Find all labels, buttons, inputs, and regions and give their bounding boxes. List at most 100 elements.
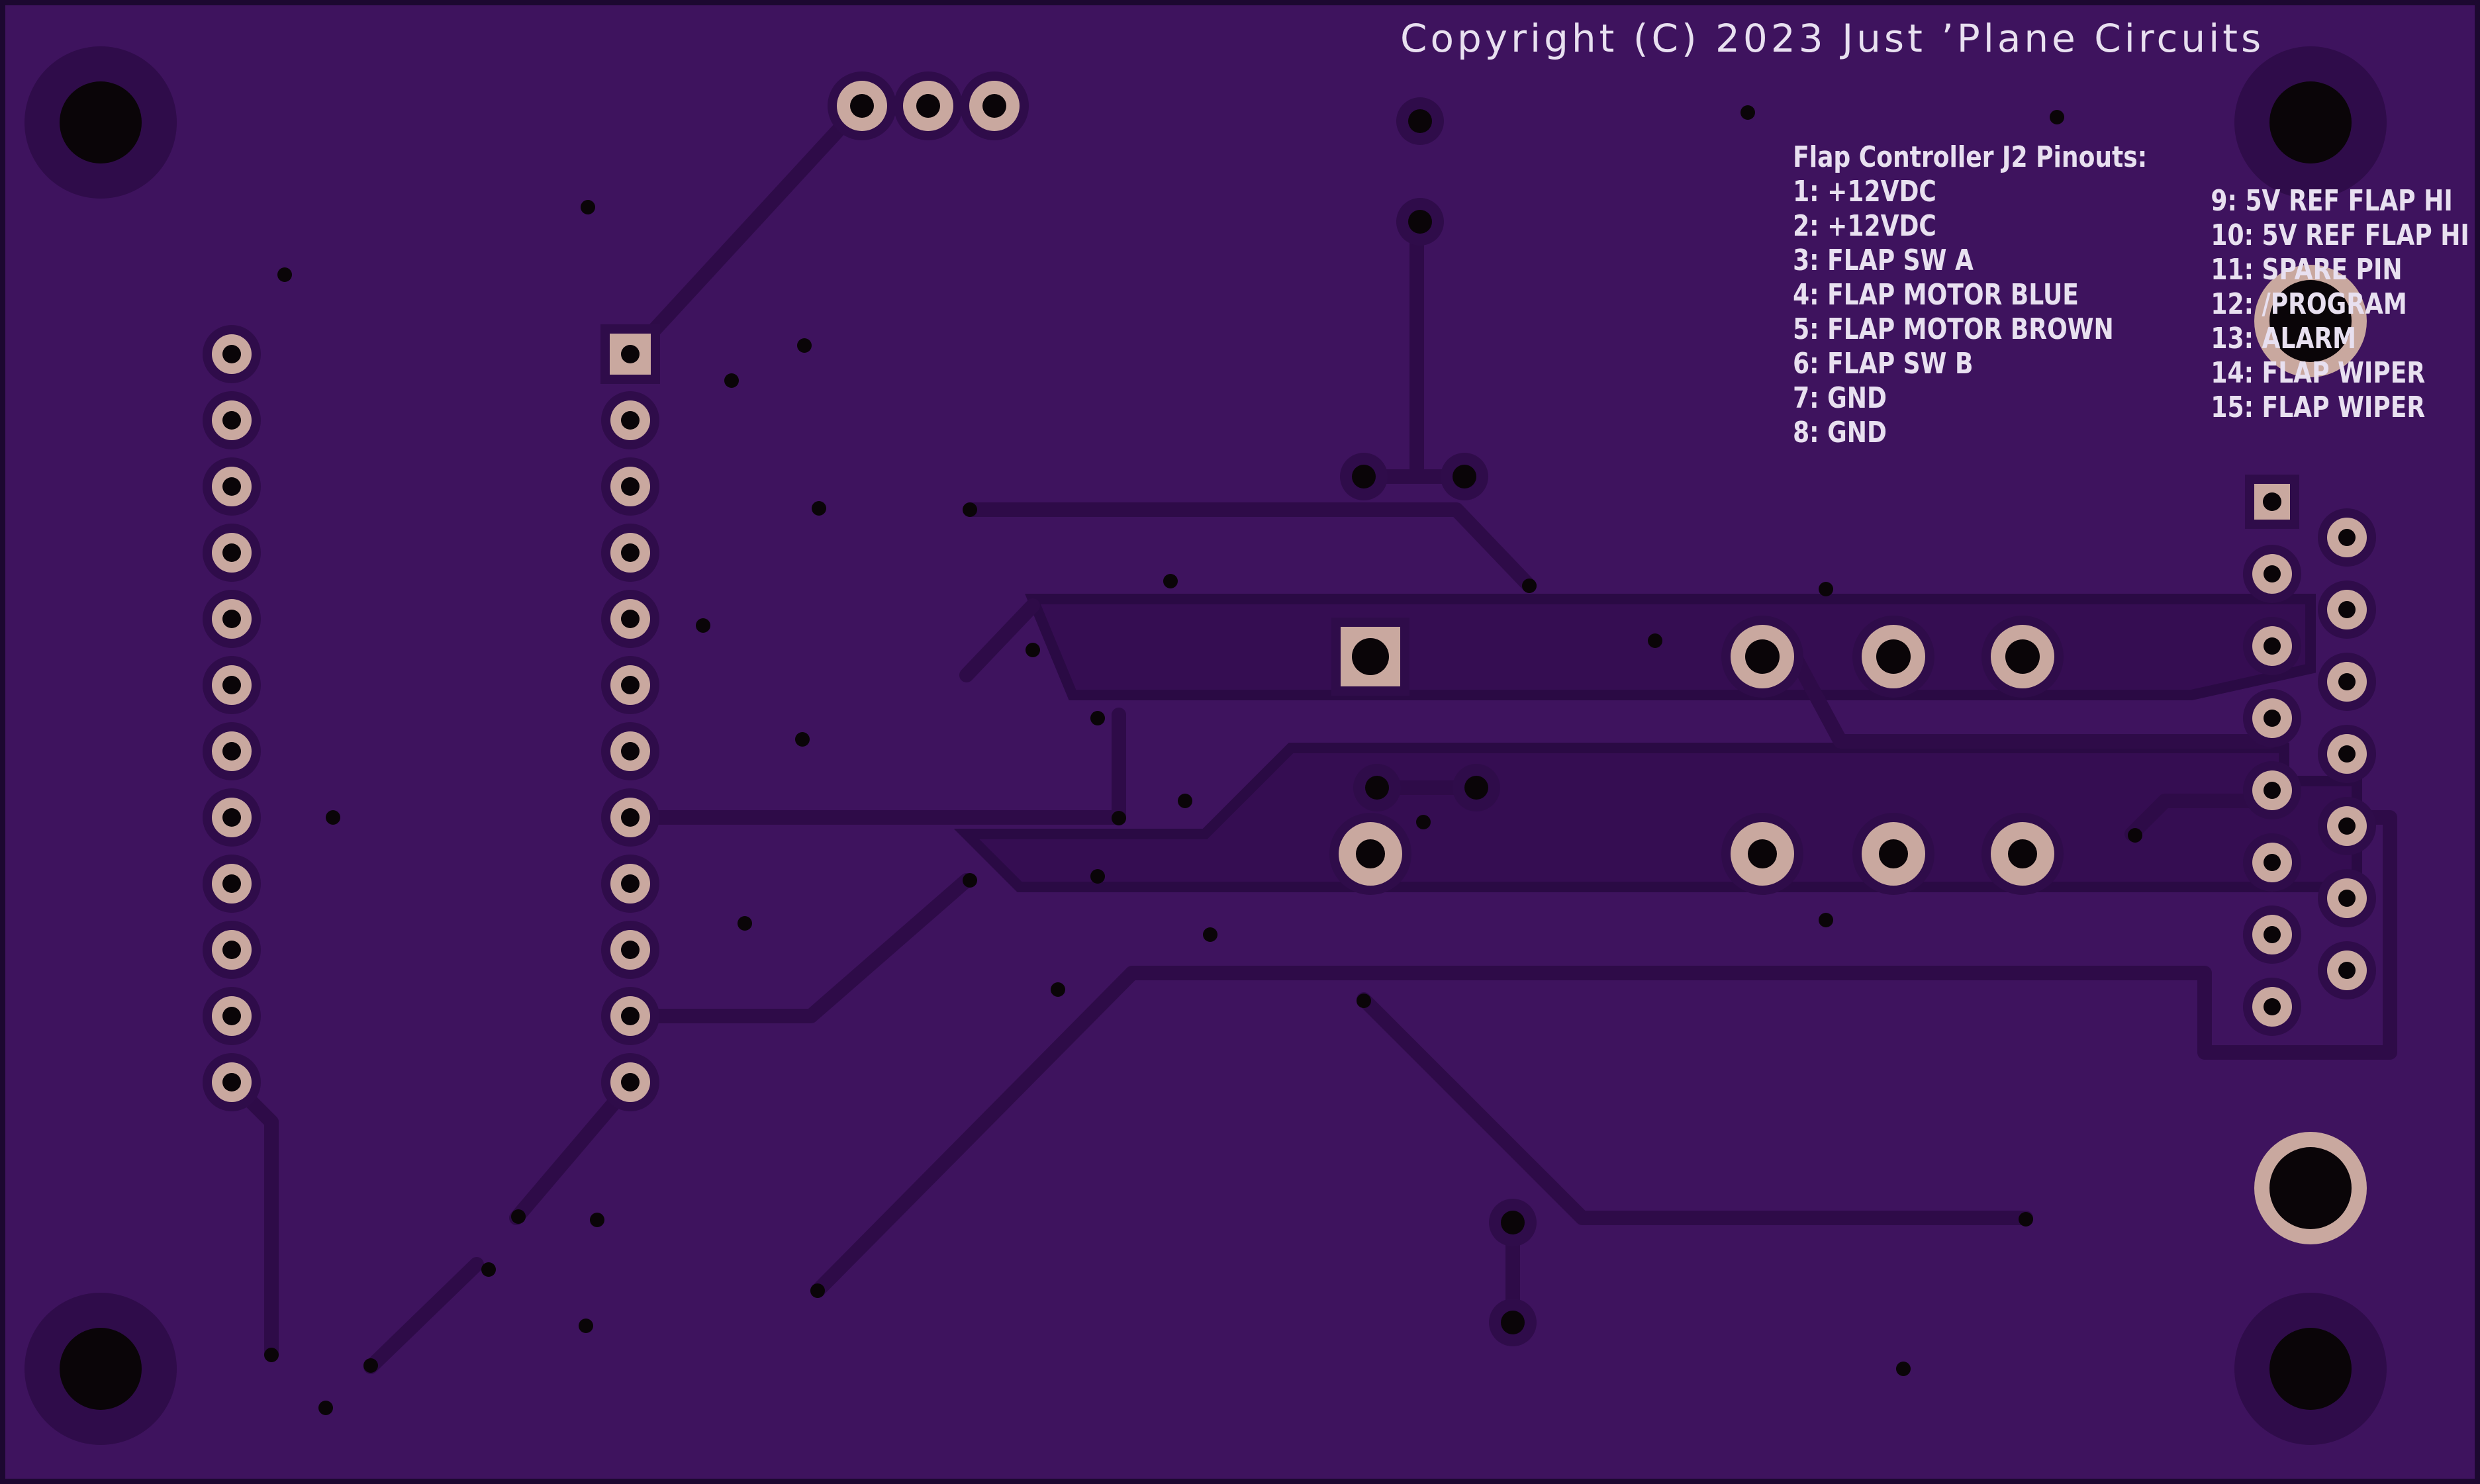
via: [2050, 110, 2064, 124]
pinout-left-4: 4: FLAP MOTOR BLUE: [1793, 279, 2079, 312]
header-left-pin-drill: [222, 477, 241, 496]
trace: [622, 873, 974, 1023]
top-connector-pin-drill: [916, 94, 940, 118]
small-pad-drill: [1408, 109, 1432, 133]
component-pad-drill: [1879, 839, 1908, 868]
via: [590, 1213, 604, 1227]
pinout-right-11: 11: SPARE PIN: [2211, 254, 2402, 287]
trace: [1357, 992, 2033, 1225]
component-pad-drill: [2005, 639, 2040, 674]
via: [579, 1319, 593, 1333]
via: [696, 618, 710, 633]
pinout-left-7: 7: GND: [1793, 382, 1887, 415]
pinout-left-5: 5: FLAP MOTOR BROWN: [1793, 313, 2114, 346]
small-pad-drill: [1501, 1211, 1525, 1234]
header-right-pin-1-drill: [621, 345, 640, 363]
pinout-title: Flap Controller J2 Pinouts:: [1793, 141, 2147, 174]
via: [1819, 913, 1833, 927]
header-right-pin-drill: [621, 742, 640, 761]
pinout-right-14: 14: FLAP WIPER: [2211, 357, 2425, 390]
via: [1090, 869, 1105, 884]
via: [326, 810, 340, 825]
top-connector-pin-drill: [850, 94, 874, 118]
pinout-right-15: 15: FLAP WIPER: [2211, 391, 2425, 424]
via: [724, 373, 739, 388]
j2-pin-drill: [2338, 817, 2356, 835]
header-right-pin-drill: [621, 1007, 640, 1025]
pinout-right-12: 12: /PROGRAM: [2211, 288, 2407, 321]
via: [963, 502, 977, 517]
header-left-pin-drill: [222, 1073, 241, 1091]
via: [1648, 633, 1662, 648]
via: [2128, 828, 2142, 843]
j2-pin-drill: [2264, 998, 2281, 1015]
via: [363, 1358, 378, 1373]
pinout-right-10: 10: 5V REF FLAP HI: [2211, 219, 2469, 252]
via: [1051, 982, 1065, 997]
j2-pin-drill: [2338, 673, 2356, 690]
j2-pin-drill: [2338, 601, 2356, 618]
header-right-pin-drill: [621, 543, 640, 562]
j2-pin-drill: [2264, 926, 2281, 943]
component-pad-drill: [1745, 639, 1780, 674]
via: [1163, 574, 1178, 588]
via: [1090, 711, 1105, 725]
trace: [363, 1257, 484, 1374]
component-square-pad-drill: [1352, 638, 1389, 675]
header-right-pin-drill: [621, 874, 640, 893]
copper-pour-upper: [1025, 594, 2316, 700]
small-pad-drill: [1365, 776, 1389, 800]
header-left-pin-drill: [222, 874, 241, 893]
header-right-pin-drill: [621, 610, 640, 628]
header-left-pin-drill: [222, 676, 241, 694]
header-left-pin-drill: [222, 543, 241, 562]
small-pad-drill: [1501, 1311, 1525, 1334]
via: [318, 1401, 333, 1415]
via: [797, 338, 812, 353]
via: [1357, 994, 1371, 1008]
header-left-pin-drill: [222, 742, 241, 761]
header-left-pin-drill: [222, 941, 241, 959]
via: [1741, 105, 1755, 120]
pinout-left-8: 8: GND: [1793, 416, 1887, 449]
component-pad-drill: [1356, 839, 1385, 868]
copyright-text: Copyright (C) 2023 Just ’Plane Circuits: [1400, 16, 2264, 61]
component-pad-drill: [1748, 839, 1777, 868]
via: [1416, 815, 1431, 829]
trace: [959, 598, 1040, 682]
header-left-pin-drill: [222, 610, 241, 628]
via: [481, 1262, 496, 1277]
header-right-pin-drill: [621, 808, 640, 827]
pinout-left-3: 3: FLAP SW A: [1793, 244, 1974, 277]
via: [264, 1348, 279, 1362]
small-pad-drill: [1352, 465, 1376, 488]
header-left-pin-drill: [222, 345, 241, 363]
via: [810, 1283, 825, 1298]
via: [812, 501, 826, 516]
component-pad-drill: [2008, 839, 2037, 868]
j2-pin-drill: [2264, 637, 2281, 655]
pinout-left-1: 1: +12VDC: [1793, 175, 1936, 209]
mounting-holes: [24, 46, 2387, 1445]
header-right-pin-drill: [621, 676, 640, 694]
j2-pin-1-drill: [2263, 492, 2281, 511]
vias: [264, 105, 2142, 1415]
via: [1112, 811, 1126, 825]
via: [1896, 1362, 1911, 1376]
j2-pin-drill: [2264, 854, 2281, 871]
j2-pin-drill: [2338, 529, 2356, 546]
header-left-pin-drill: [222, 1007, 241, 1025]
header-right-pin-drill: [621, 411, 640, 430]
header-right-pin-drill: [621, 941, 640, 959]
trace: [2124, 794, 2278, 841]
small-pad-drill: [1464, 776, 1488, 800]
via: [2019, 1212, 2033, 1227]
pinout-left-2: 2: +12VDC: [1793, 210, 1936, 243]
j2-pin-drill: [2264, 782, 2281, 799]
header-left-pin-drill: [222, 411, 241, 430]
header-left-pin-drill: [222, 808, 241, 827]
j2-pin-drill: [2338, 962, 2356, 979]
via: [581, 200, 595, 214]
trace: [810, 810, 2397, 1298]
